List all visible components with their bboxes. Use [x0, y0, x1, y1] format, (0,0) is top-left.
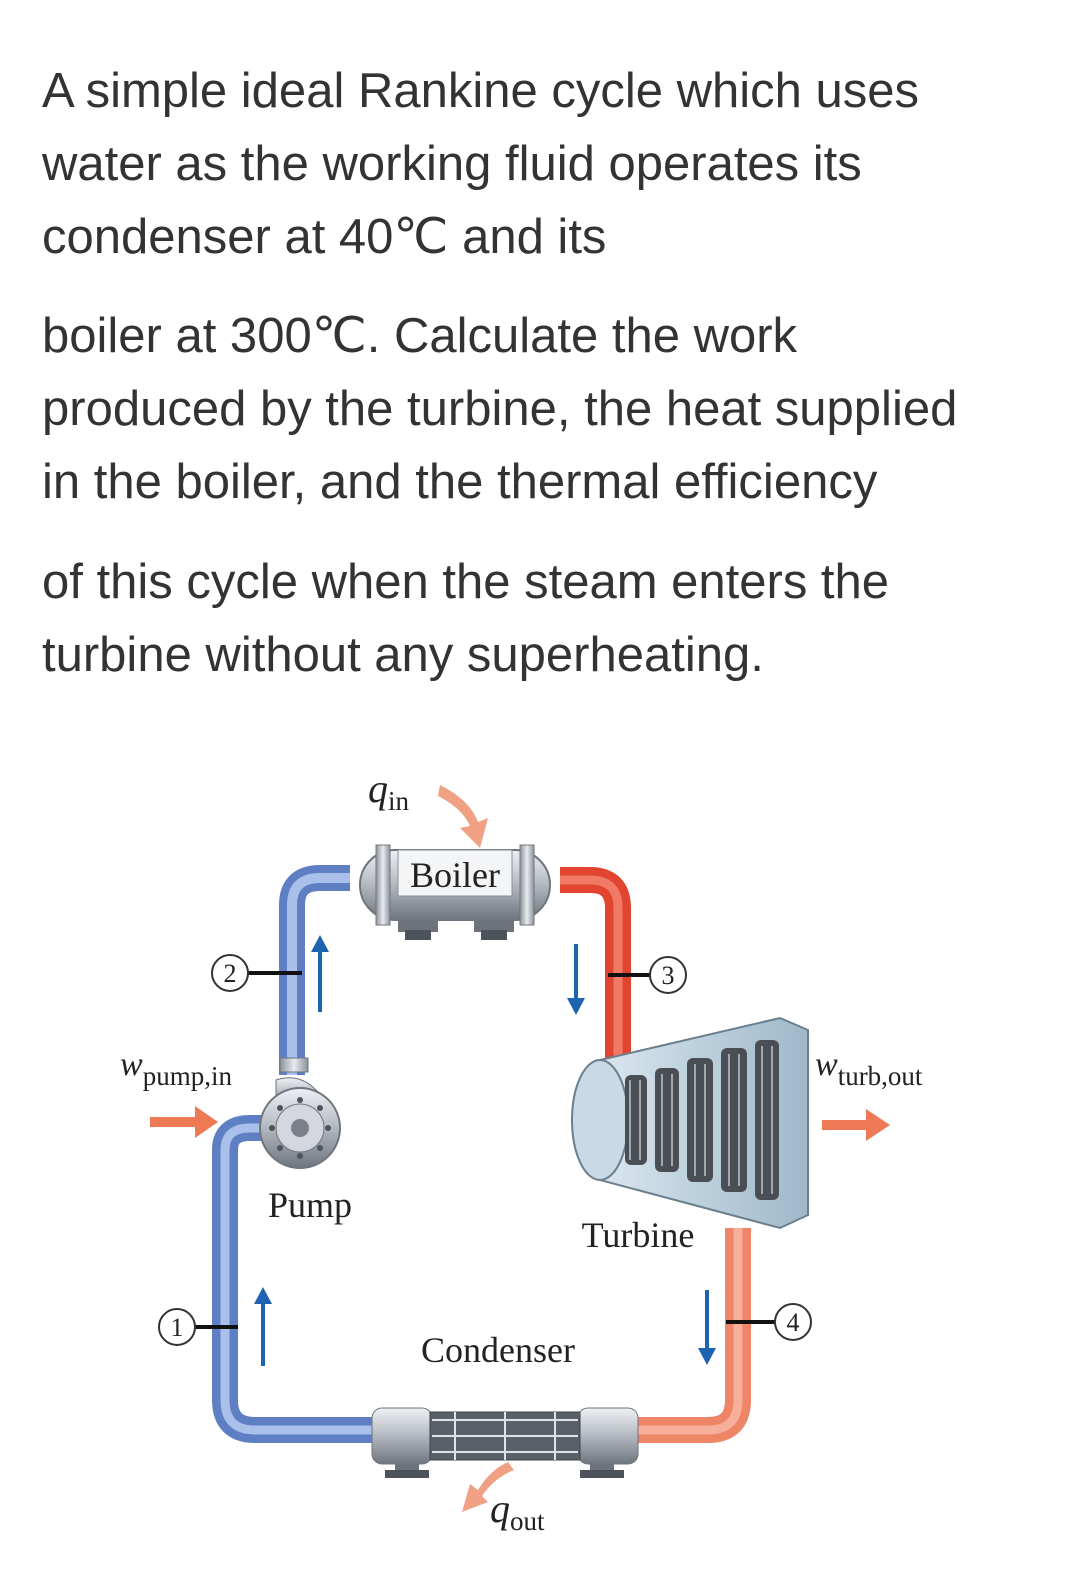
state-2-marker: 2 — [211, 954, 302, 992]
pipe-boiler-to-turbine-highlight — [560, 875, 623, 1065]
w-pump-in-label: wpump,in — [120, 1046, 232, 1091]
w-turb-out-sub: turb,out — [838, 1061, 923, 1091]
flow-arrow-up-1 — [254, 1287, 272, 1366]
flow-arrow-down-3 — [567, 944, 585, 1015]
q-in-arrow — [438, 785, 488, 848]
problem-paragraph-3: of this cycle when the steam enters the … — [42, 546, 1052, 692]
boiler: Boiler — [359, 844, 551, 940]
state-1-label: 1 — [171, 1313, 184, 1342]
condenser-label: Condenser — [421, 1330, 575, 1370]
problem-line-6: in the boiler, and the thermal efficienc… — [42, 455, 878, 509]
turbine-blades — [625, 1040, 779, 1200]
q-in-label: qin — [368, 766, 410, 816]
w-turb-out-label: wturb,out — [815, 1046, 923, 1091]
problem-paragraph-2: boiler at 300℃. Calculate the work produ… — [42, 300, 1052, 519]
problem-paragraph-1: A simple ideal Rankine cycle which uses … — [42, 55, 1052, 274]
flow-arrows — [254, 935, 716, 1366]
q-out-label: qout — [490, 1486, 545, 1536]
state-4-label: 4 — [787, 1308, 800, 1337]
w-pump-in-sub: pump,in — [143, 1061, 233, 1091]
boiler-label: Boiler — [410, 855, 500, 895]
condenser: Condenser — [371, 1330, 639, 1478]
turbine-label: Turbine — [582, 1215, 695, 1255]
energy-arrows — [150, 785, 890, 1512]
w-pump-in-arrow — [150, 1106, 218, 1138]
problem-line-7: of this cycle when the steam enters the — [42, 555, 890, 609]
state-1-marker: 1 — [158, 1308, 238, 1346]
pipe-turbine-to-condenser-highlight — [620, 1228, 743, 1435]
state-4-marker: 4 — [726, 1303, 812, 1341]
q-in-base: q — [368, 766, 388, 811]
pump: Pump — [259, 1057, 352, 1225]
pipe-turbine-to-condenser — [620, 1228, 751, 1443]
q-in-sub: in — [388, 786, 410, 816]
pump-label: Pump — [268, 1185, 352, 1225]
flow-arrow-down-4 — [698, 1290, 716, 1365]
problem-line-5: produced by the turbine, the heat suppli… — [42, 382, 958, 436]
turbine: Turbine — [571, 1016, 809, 1255]
state-markers: 2 3 1 4 — [158, 954, 812, 1346]
pipe-boiler-to-turbine — [560, 867, 631, 1065]
problem-line-3: condenser at 40℃ and its — [42, 210, 607, 264]
problem-line-8: turbine without any superheating. — [42, 628, 764, 682]
state-3-label: 3 — [662, 961, 675, 990]
state-3-marker: 3 — [608, 956, 687, 994]
state-2-label: 2 — [224, 959, 237, 988]
q-out-sub: out — [510, 1506, 545, 1536]
problem-line-1: A simple ideal Rankine cycle which uses — [42, 64, 919, 118]
w-turb-out-arrow — [822, 1109, 890, 1141]
q-out-base: q — [490, 1486, 510, 1531]
pipe-condenser-to-pump-highlight — [220, 1123, 372, 1435]
pipe-pump-to-boiler-highlight — [287, 873, 350, 1075]
pipe-network — [212, 865, 751, 1443]
pipe-condenser-to-pump — [212, 1115, 372, 1443]
problem-line-4: boiler at 300℃. Calculate the work — [42, 309, 798, 363]
w-pump-in-base: w — [120, 1046, 143, 1083]
rankine-cycle-diagram: Boiler Turbine — [120, 766, 923, 1536]
w-turb-out-base: w — [815, 1046, 838, 1083]
problem-line-2: water as the working fluid operates its — [42, 137, 862, 191]
flow-arrow-up-2 — [311, 935, 329, 1012]
q-out-arrow — [462, 1462, 514, 1512]
